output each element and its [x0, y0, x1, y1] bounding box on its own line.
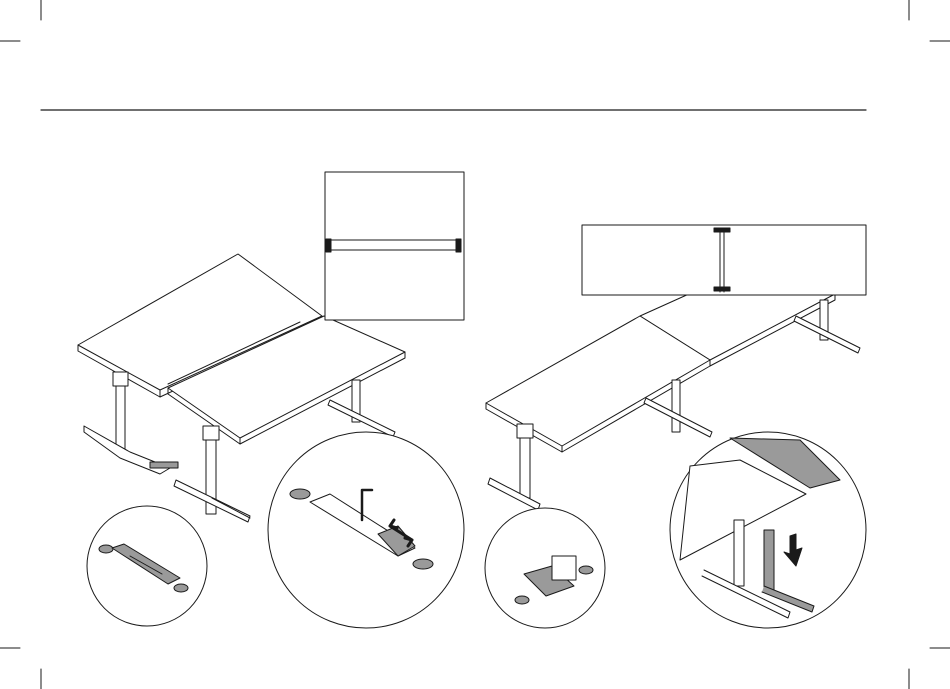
screen-panel-inset-wide — [582, 225, 866, 295]
foot-connector-detail — [87, 506, 207, 626]
screen-panel-inset — [325, 172, 464, 320]
lowering-arrow-detail — [670, 432, 866, 628]
angled-connector-detail — [485, 508, 605, 628]
adjust-connector-detail — [268, 432, 464, 628]
